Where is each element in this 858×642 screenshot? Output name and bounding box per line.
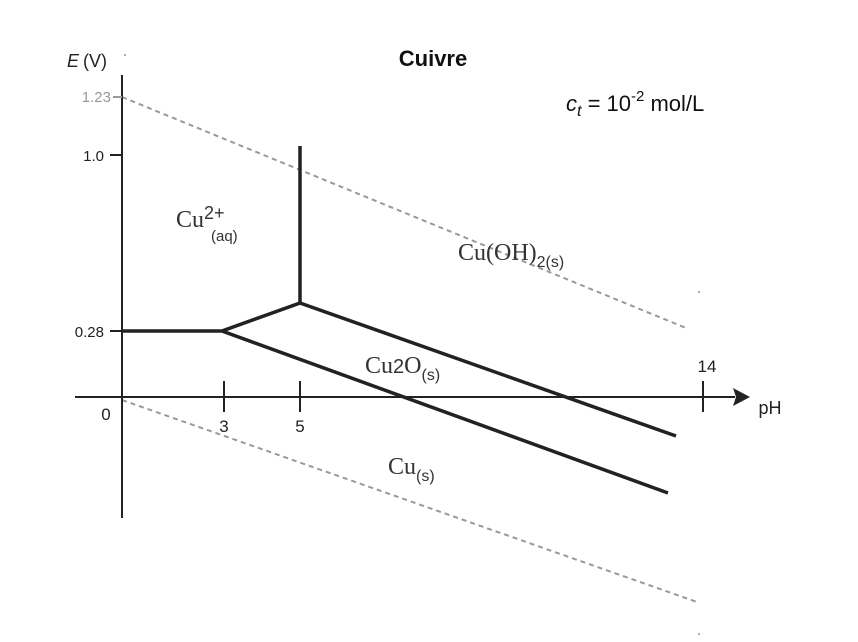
boundary-cuoh2-cu2o — [299, 301, 677, 438]
water-oxidation-line — [121, 96, 687, 329]
boundary-cu2o-cu — [221, 329, 669, 495]
stray-dot — [698, 633, 700, 635]
species-label-cu: Cu(s) — [388, 454, 435, 485]
stray-dot — [124, 54, 126, 56]
y-tick-label: 1.23 — [82, 89, 111, 106]
stray-dot — [698, 291, 700, 293]
species-label-cu2plus: Cu2+(aq) — [176, 203, 238, 245]
x-axis-label: pH — [758, 398, 781, 418]
y-tick-label: 0.28 — [75, 324, 104, 341]
water-reduction-line — [121, 399, 698, 603]
origin-label: 0 — [101, 405, 110, 424]
species-label-cu2o: Cu2O(s) — [365, 353, 440, 384]
concentration-label: ct = 10-2 mol/L — [566, 88, 704, 120]
species-label-cuoh2: Cu(OH)2(s) — [458, 240, 564, 271]
x-axis-arrowhead — [733, 388, 750, 406]
x-tick-label: 3 — [219, 417, 228, 436]
boundary-cu2plus-cu — [122, 146, 302, 333]
diagram-title: Cuivre — [399, 46, 467, 71]
x-tick-label: 5 — [295, 417, 304, 436]
y-tick-label: 1.0 — [83, 148, 104, 165]
x-tick-label: 14 — [698, 357, 717, 376]
y-axis-label: E(V) — [67, 51, 107, 71]
